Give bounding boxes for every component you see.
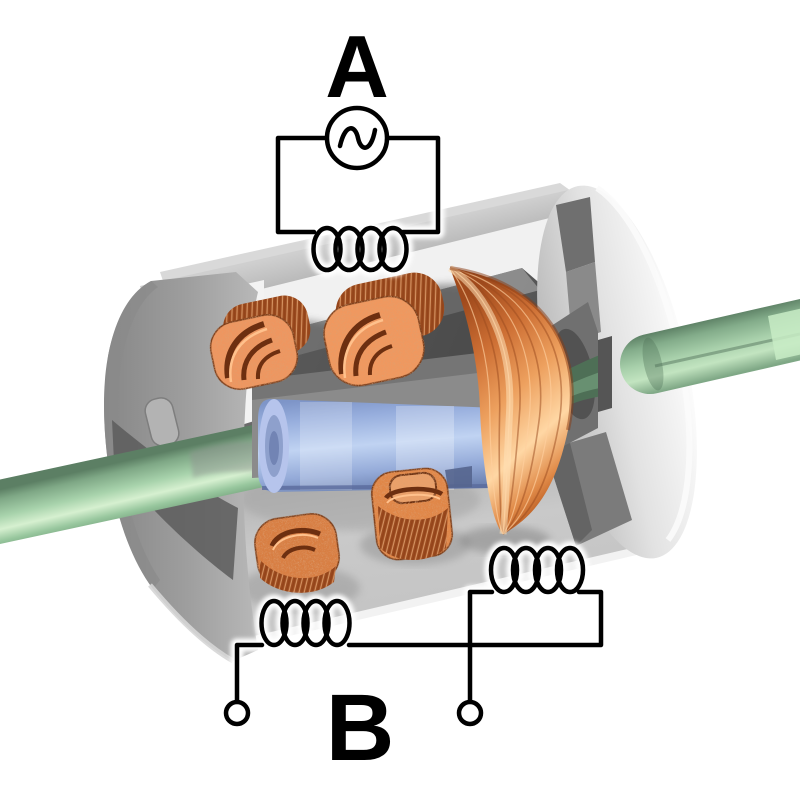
shaft-right — [620, 298, 800, 394]
shaft-tip-highlight — [768, 308, 800, 360]
terminal-icon-left — [223, 699, 251, 727]
schematic — [223, 108, 601, 727]
rotor-sleeve-body — [258, 399, 512, 492]
stator-coil-bottom-left — [254, 513, 340, 593]
resolver-3d-model — [0, 183, 800, 664]
stator-coil-top-left — [209, 295, 311, 390]
terminal-icon-right — [456, 699, 484, 727]
stator-coil-top-middle — [323, 272, 445, 387]
rotor-winding — [448, 265, 574, 554]
stator-coil-bottom-middle — [371, 467, 453, 561]
ac-source-icon — [327, 108, 387, 168]
label-excitation-a: A — [325, 17, 389, 116]
cap-cut-face — [556, 197, 595, 272]
label-output-b: B — [326, 675, 395, 781]
